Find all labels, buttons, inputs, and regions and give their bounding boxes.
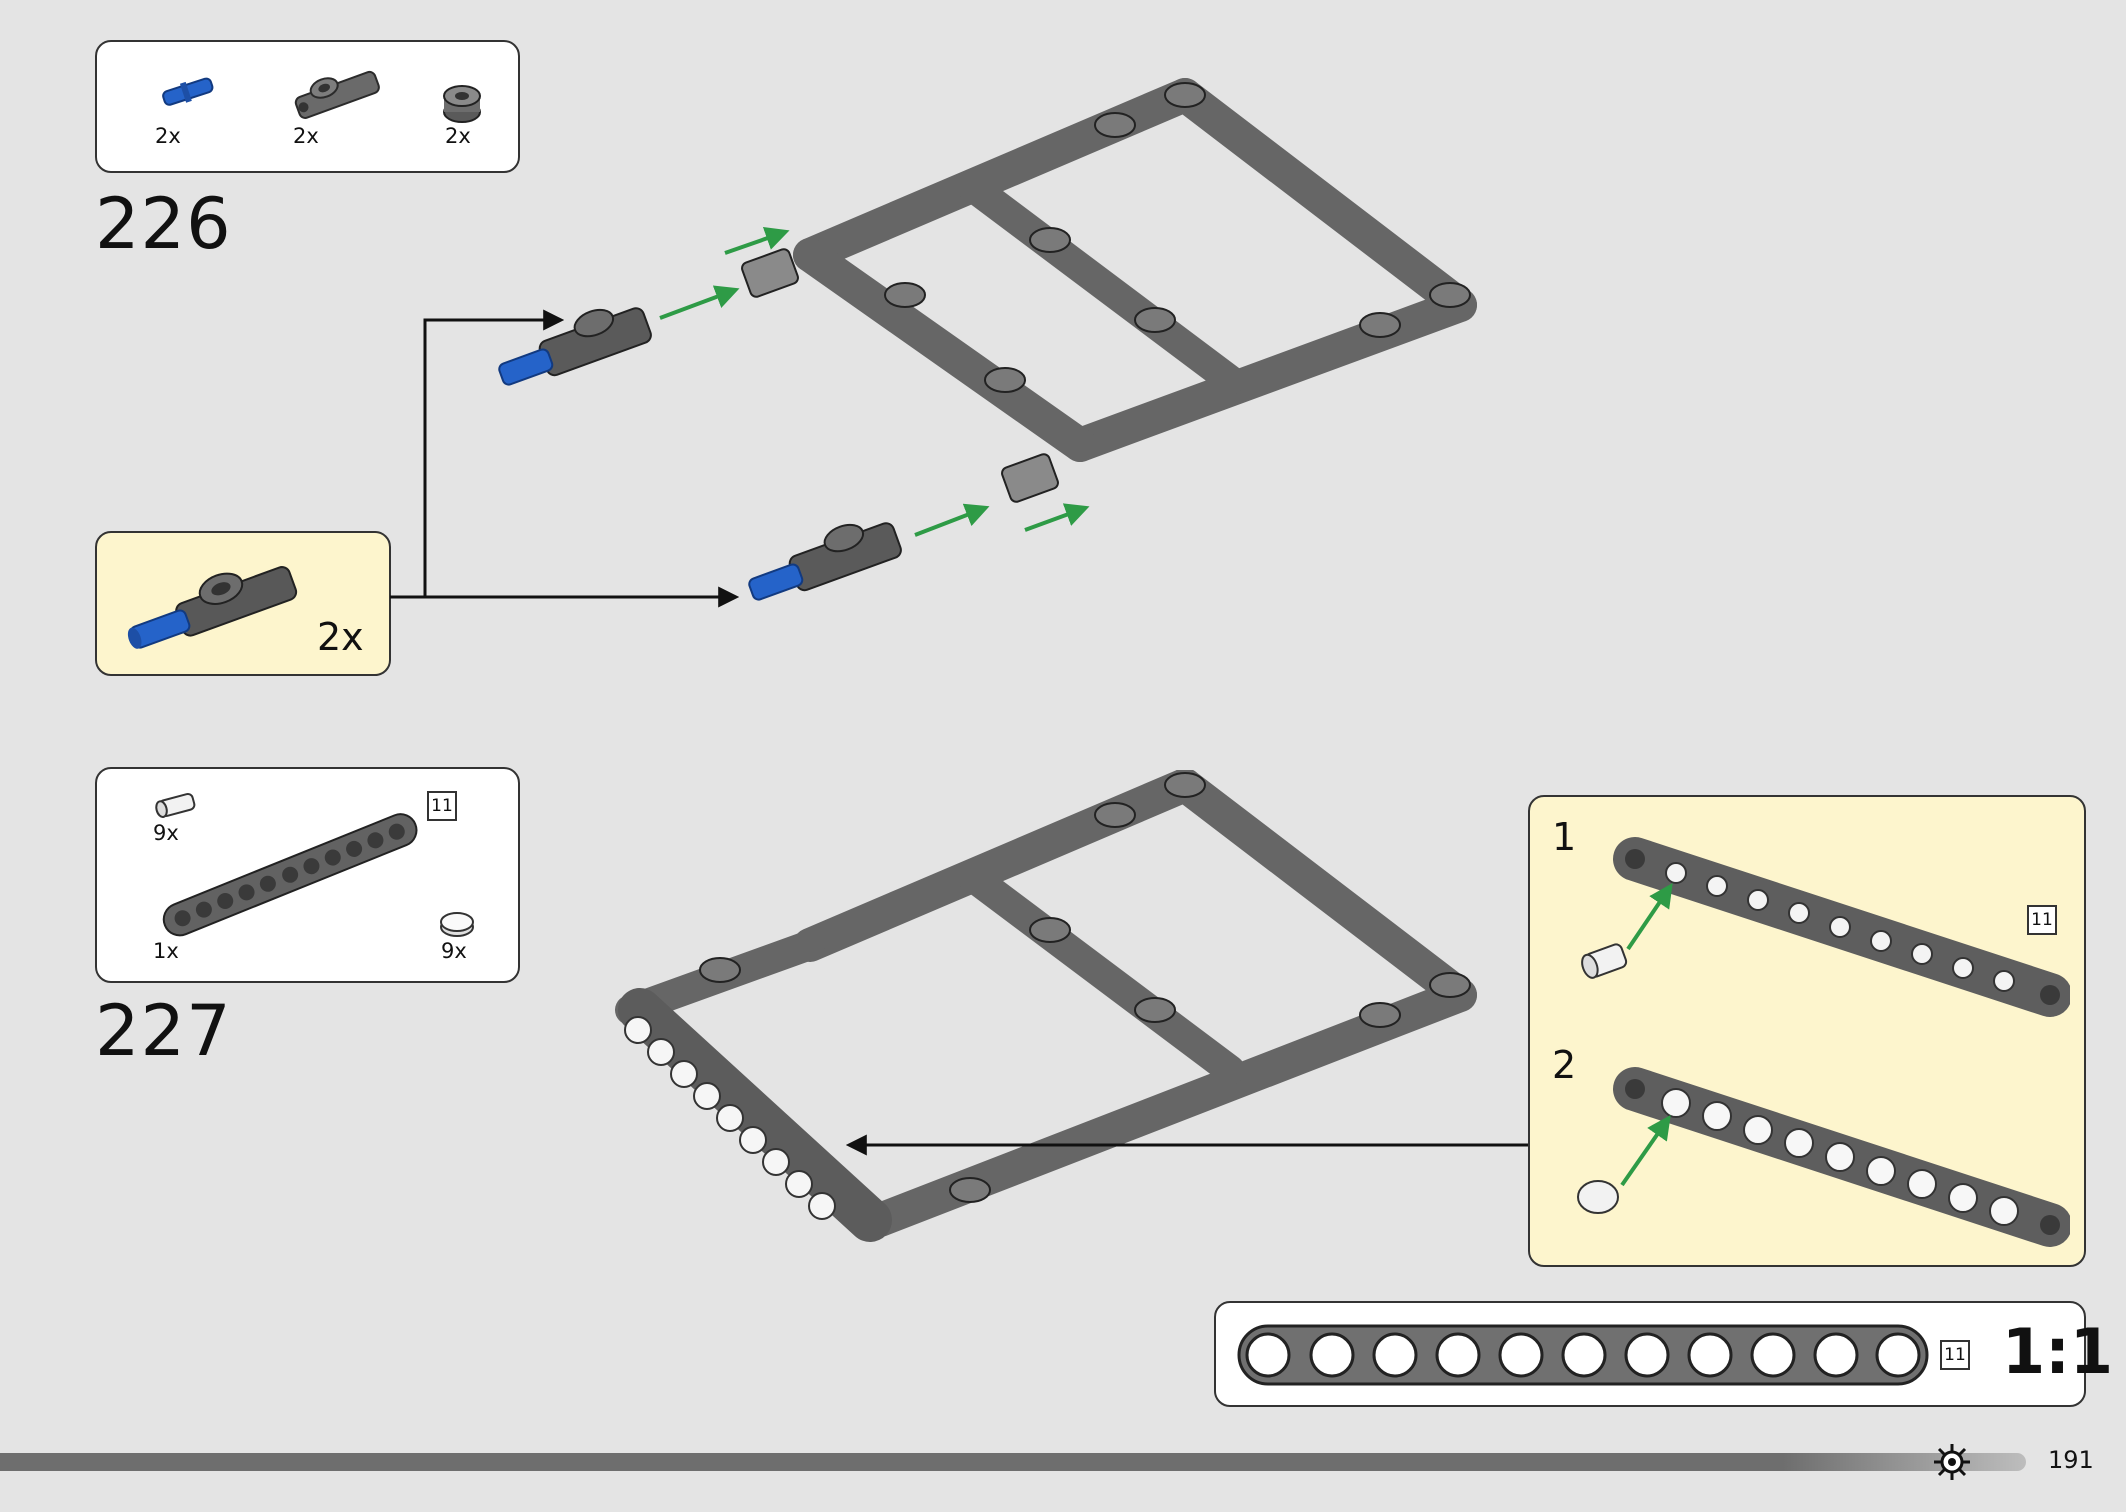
length-indicator: 11	[427, 791, 457, 821]
pin-white-icon	[155, 792, 196, 818]
gear-sun-icon	[1934, 1444, 1970, 1480]
blue-pin-icon	[162, 77, 214, 106]
subassembly-callout: 2x	[95, 531, 391, 676]
parts-list-227: 9x 11 1x 9x	[95, 767, 520, 983]
beam-with-caps-icon	[1577, 1067, 2070, 1247]
part-qty: 9x	[153, 821, 179, 845]
length-indicator: 11	[2027, 905, 2057, 935]
subassembly-qty: 2x	[317, 615, 364, 659]
footer-bar	[0, 1453, 2026, 1471]
part-qty: 2x	[155, 124, 181, 148]
substep-number: 2	[1552, 1043, 1577, 1087]
step-number: 227	[95, 990, 232, 1072]
beam-11-icon	[162, 813, 418, 937]
bush-icon	[443, 85, 481, 123]
substep-number: 1	[1552, 815, 1577, 859]
beam-with-pin-icon	[1581, 837, 2070, 1017]
frame-assembly-226	[390, 78, 1477, 608]
substep-callout: 1 11 2	[1528, 795, 2086, 1267]
part-qty: 9x	[441, 939, 467, 963]
beam-11-scale-icon	[1237, 1324, 1929, 1386]
axle-connector-icon	[294, 70, 380, 119]
part-qty: 2x	[445, 124, 471, 148]
scale-ratio: 1:1	[2002, 1315, 2114, 1388]
part-qty: 2x	[293, 124, 319, 148]
length-indicator: 11	[1940, 1340, 1970, 1370]
part-qty: 1x	[153, 939, 179, 963]
scale-reference: 11 1:1	[1214, 1301, 2113, 1407]
step-number: 226	[95, 183, 232, 265]
parts-list-226: 2x 2x 2x	[95, 40, 520, 173]
page-number: 191	[2048, 1446, 2094, 1474]
frame-assembly-227	[615, 770, 1528, 1242]
cap-white-icon	[440, 912, 474, 937]
pin-connector-subassembly-icon	[127, 566, 298, 649]
